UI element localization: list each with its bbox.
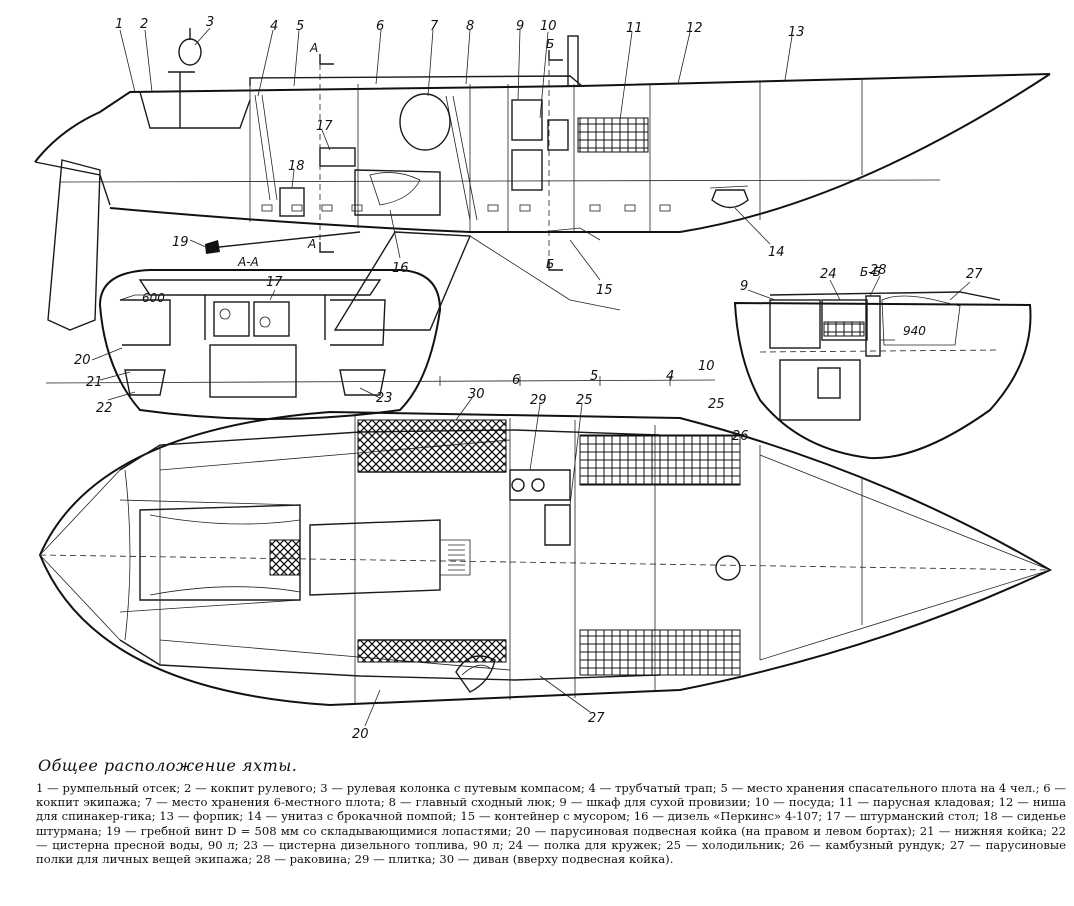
callout-25a: 25 <box>708 397 725 412</box>
callout-15: 15 <box>596 283 613 298</box>
callout-27a: 27 <box>966 267 983 282</box>
side-callout-labels: 1 2 3 4 5 6 7 8 9 10 11 12 13 14 15 16 1… <box>115 15 805 298</box>
section-mark-a-top: А <box>309 41 318 55</box>
callout-2: 2 <box>140 17 148 32</box>
callout-29: 29 <box>530 393 547 408</box>
callout-17b: 17 <box>266 275 283 290</box>
callout-11: 11 <box>626 21 643 36</box>
callout-7: 7 <box>430 19 439 34</box>
section-mark-b-bottom: Б <box>546 257 554 271</box>
callout-16: 16 <box>392 261 409 276</box>
section-a-a: А-А 600 17 20 21 22 23 <box>74 255 442 420</box>
callout-20b: 20 <box>352 727 369 742</box>
callout-4: 4 <box>270 19 278 34</box>
section-mark-b-top: Б <box>546 37 554 51</box>
callout-27b: 27 <box>588 711 605 726</box>
caption-title: Общее расположение яхты. <box>38 756 298 775</box>
callout-12: 12 <box>686 21 703 36</box>
callout-9b: 9 <box>740 279 748 294</box>
callout-22: 22 <box>96 401 113 416</box>
callout-19: 19 <box>172 235 189 250</box>
yacht-general-arrangement-drawing: 1 2 3 4 5 6 7 8 9 10 11 12 13 14 15 16 1… <box>34 15 1053 742</box>
dimension-940: 940 <box>903 324 926 338</box>
callout-10: 10 <box>540 19 557 34</box>
callout-23: 23 <box>376 391 393 406</box>
plan-view: 30 29 25 27 20 <box>38 387 1053 742</box>
station-4: 4 <box>666 369 674 384</box>
figure-caption: Общее расположение яхты. 1 — румпельный … <box>36 756 1066 866</box>
callout-5: 5 <box>296 19 304 34</box>
station-5: 5 <box>590 369 598 384</box>
side-elevation: 1 2 3 4 5 6 7 8 9 10 11 12 13 14 15 16 1… <box>34 15 1051 331</box>
callout-10b: 10 <box>698 359 715 374</box>
dimension-600: 600 <box>142 291 165 305</box>
callout-14: 14 <box>768 245 785 260</box>
callout-24: 24 <box>820 267 837 282</box>
callout-17: 17 <box>316 119 333 134</box>
callout-6: 6 <box>376 19 384 34</box>
section-b-b: Б-Б 9 24 28 27 940 10 25 26 <box>698 263 1032 460</box>
callout-3: 3 <box>206 15 214 30</box>
callout-9: 9 <box>516 19 524 34</box>
callout-25b: 25 <box>576 393 593 408</box>
callout-30: 30 <box>468 387 485 402</box>
callout-18: 18 <box>288 159 305 174</box>
section-title-a-a: А-А <box>237 255 259 269</box>
callout-8: 8 <box>466 19 474 34</box>
callout-20: 20 <box>74 353 91 368</box>
station-line: 6 5 4 <box>45 369 716 388</box>
caption-legend-text: 1 — румпельный отсек; 2 — кокпит рулевог… <box>36 781 1066 867</box>
section-title-b-b: Б-Б <box>860 265 881 279</box>
callout-1: 1 <box>115 17 123 32</box>
section-mark-a-bottom: А <box>307 237 316 251</box>
callout-28: 28 <box>870 263 887 278</box>
station-6: 6 <box>512 373 520 388</box>
callout-13: 13 <box>788 25 805 40</box>
